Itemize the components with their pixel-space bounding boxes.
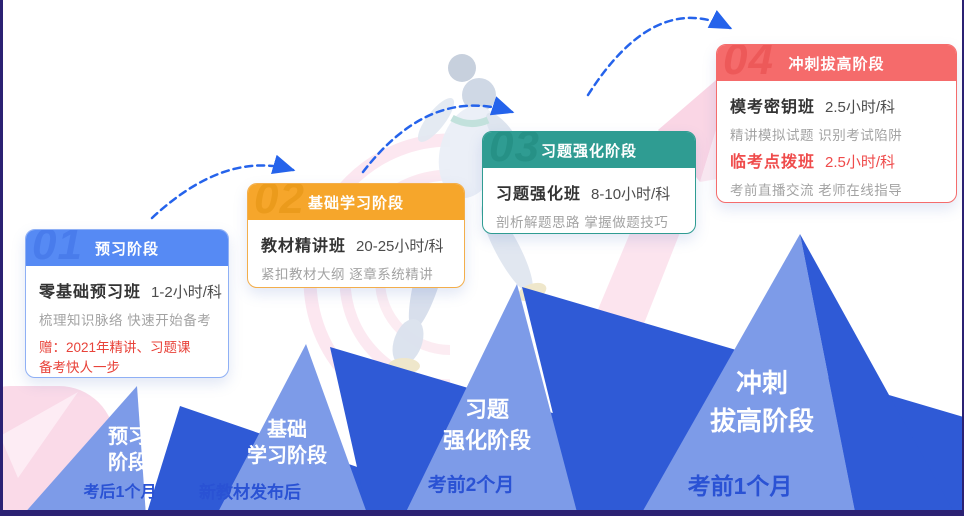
stage-title: 基础学习阶段 [307, 194, 404, 212]
stage-title: 习题强化阶段 [540, 142, 637, 160]
arrow-stage3-to-4 [586, 10, 733, 97]
frame-border-left [0, 0, 3, 516]
stage-arrows [150, 10, 733, 220]
stage-card-exercise-reinforce[interactable]: 03 习题强化阶段 习题强化班 8-10小时/科 剖析解题思路 掌握做题技巧 [482, 131, 696, 234]
mountain-timing-stage3: 考前2个月 [427, 475, 515, 496]
stage-number: 03 [489, 132, 540, 168]
course-name: 零基础预习班 [39, 284, 142, 301]
mountain-timing-stage1: 考后1个月 [83, 484, 157, 501]
stage-number: 01 [32, 230, 83, 266]
mountain-label-stage2: 基础 学习阶段 [247, 419, 327, 467]
stage-card-header: 01 预习阶段 [26, 230, 228, 266]
stage-card-header: 02 基础学习阶段 [248, 184, 464, 220]
course-name: 习题强化班 [496, 186, 582, 203]
frame-border-right [962, 0, 964, 516]
stage-card-body: 零基础预习班 1-2小时/科 梳理知识脉络 快速开始备考 赠：2021年精讲、习… [26, 266, 228, 385]
stage-number: 02 [254, 184, 305, 220]
mountain-label-stage4: 冲刺 拔高阶段 [709, 368, 815, 436]
stage-card-body: 模考密钥班 2.5小时/科 精讲模拟试题 识别考试陷阱 临考点拨班 2.5小时/… [717, 81, 956, 205]
stage-card-body: 习题强化班 8-10小时/科 剖析解题思路 掌握做题技巧 [483, 168, 695, 237]
course-desc: 梳理知识脉络 快速开始备考 [39, 313, 212, 328]
mountain-label-stage1: 预习 阶段 [108, 426, 148, 474]
stage-title: 预习阶段 [94, 240, 159, 258]
stage-card-basic-learning[interactable]: 02 基础学习阶段 教材精讲班 20-25小时/科 紧扣教材大纲 逐章系统精讲 [247, 183, 465, 288]
course-name-highlight: 临考点拨班 [730, 154, 816, 171]
bonus-note: 赠：2021年精讲、习题课 备考快人一步 [39, 340, 191, 376]
mountain-4-shadow [800, 234, 956, 516]
course-desc: 剖析解题思路 掌握做题技巧 [496, 215, 669, 230]
course-hours: 8-10小时/科 [591, 186, 671, 203]
frame-border-bottom [0, 510, 964, 516]
course-desc: 紧扣教材大纲 逐章系统精讲 [261, 267, 434, 282]
course-desc: 考前直播交流 老师在线指导 [730, 183, 903, 198]
course-desc: 精讲模拟试题 识别考试陷阱 [730, 128, 903, 143]
arrow-stage1-to-2 [150, 154, 296, 220]
mountain-1 [22, 386, 146, 516]
stage-card-body: 教材精讲班 20-25小时/科 紧扣教材大纲 逐章系统精讲 [248, 220, 464, 289]
mountain-label-stage3: 习题 强化阶段 [442, 397, 532, 453]
stage-title: 冲刺拔高阶段 [788, 55, 885, 73]
stage-card-header: 03 习题强化阶段 [483, 132, 695, 168]
mountain-3 [404, 284, 578, 516]
stage-card-sprint[interactable]: 04 冲刺拔高阶段 模考密钥班 2.5小时/科 精讲模拟试题 识别考试陷阱 临考… [716, 44, 957, 203]
stage-number: 04 [723, 45, 774, 81]
mountains [22, 234, 956, 516]
course-hours: 20-25小时/科 [356, 238, 444, 255]
mountain-timing-stage4: 考前1个月 [687, 473, 793, 499]
stage-card-preview[interactable]: 01 预习阶段 零基础预习班 1-2小时/科 梳理知识脉络 快速开始备考 赠：2… [25, 229, 229, 378]
course-name: 教材精讲班 [261, 238, 347, 255]
mountain-2 [216, 344, 368, 516]
course-hours: 2.5小时/科 [825, 99, 896, 116]
course-name: 模考密钥班 [730, 99, 816, 116]
stage-card-header: 04 冲刺拔高阶段 [717, 45, 956, 81]
course-hours: 1-2小时/科 [151, 284, 222, 301]
course-hours-highlight: 2.5小时/科 [825, 154, 896, 171]
arrow-stage2-to-3 [361, 96, 515, 174]
mountain-4 [640, 234, 856, 516]
mountain-timing-stage2: 新教材发布后 [199, 483, 301, 502]
